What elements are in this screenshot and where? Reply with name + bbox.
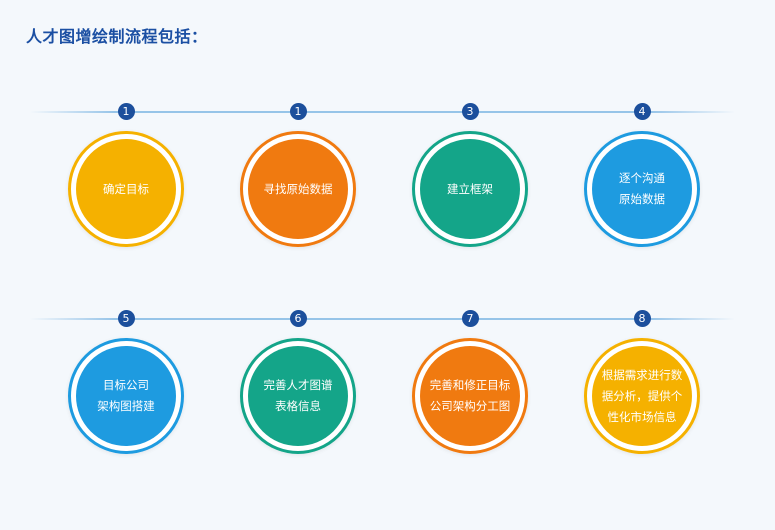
step-badge-6: 6 (289, 309, 307, 327)
step-core: 目标公司 架构图搭建 (76, 346, 176, 446)
step-label: 根据需求进行数 据分析，提供个 性化市场信息 (601, 367, 683, 424)
page-title: 人才图增绘制流程包括： (26, 27, 208, 46)
step-label: 确定目标 (103, 181, 149, 196)
step-circle-2: 寻找原始数据 (240, 131, 356, 247)
step-badge-8: 8 (633, 309, 651, 327)
step-ring (412, 131, 528, 247)
step-circle-7: 完善和修正目标 公司架构分工图 (412, 338, 528, 454)
timeline-row-1 (30, 111, 735, 113)
step-core: 完善和修正目标 公司架构分工图 (420, 346, 520, 446)
step-badge-7: 7 (461, 309, 479, 327)
step-circle-8: 根据需求进行数 据分析，提供个 性化市场信息 (584, 338, 700, 454)
step-badge-5: 5 (117, 309, 135, 327)
step-circle-1: 确定目标 (68, 131, 184, 247)
step-core: 根据需求进行数 据分析，提供个 性化市场信息 (592, 346, 692, 446)
timeline-row-2 (30, 318, 735, 320)
step-label: 完善人才图谱 表格信息 (263, 378, 333, 413)
step-ring (68, 338, 184, 454)
step-core: 建立框架 (420, 139, 520, 239)
step-badge-4: 4 (633, 102, 651, 120)
step-ring (584, 338, 700, 454)
step-badge-3: 3 (461, 102, 479, 120)
step-core: 寻找原始数据 (248, 139, 348, 239)
step-ring (584, 131, 700, 247)
step-ring (240, 131, 356, 247)
step-ring (412, 338, 528, 454)
step-label: 寻找原始数据 (263, 181, 333, 196)
step-circle-3: 建立框架 (412, 131, 528, 247)
step-core: 逐个沟通 原始数据 (592, 139, 692, 239)
step-label: 完善和修正目标 公司架构分工图 (429, 378, 511, 413)
step-label: 逐个沟通 原始数据 (619, 171, 665, 206)
step-circle-5: 目标公司 架构图搭建 (68, 338, 184, 454)
step-ring (240, 338, 356, 454)
step-core: 确定目标 (76, 139, 176, 239)
step-circle-6: 完善人才图谱 表格信息 (240, 338, 356, 454)
step-label: 建立框架 (447, 181, 493, 196)
step-core: 完善人才图谱 表格信息 (248, 346, 348, 446)
step-ring (68, 131, 184, 247)
step-label: 目标公司 架构图搭建 (97, 378, 155, 413)
step-badge-1: 1 (117, 102, 135, 120)
step-badge-2: 1 (289, 102, 307, 120)
step-circle-4: 逐个沟通 原始数据 (584, 131, 700, 247)
